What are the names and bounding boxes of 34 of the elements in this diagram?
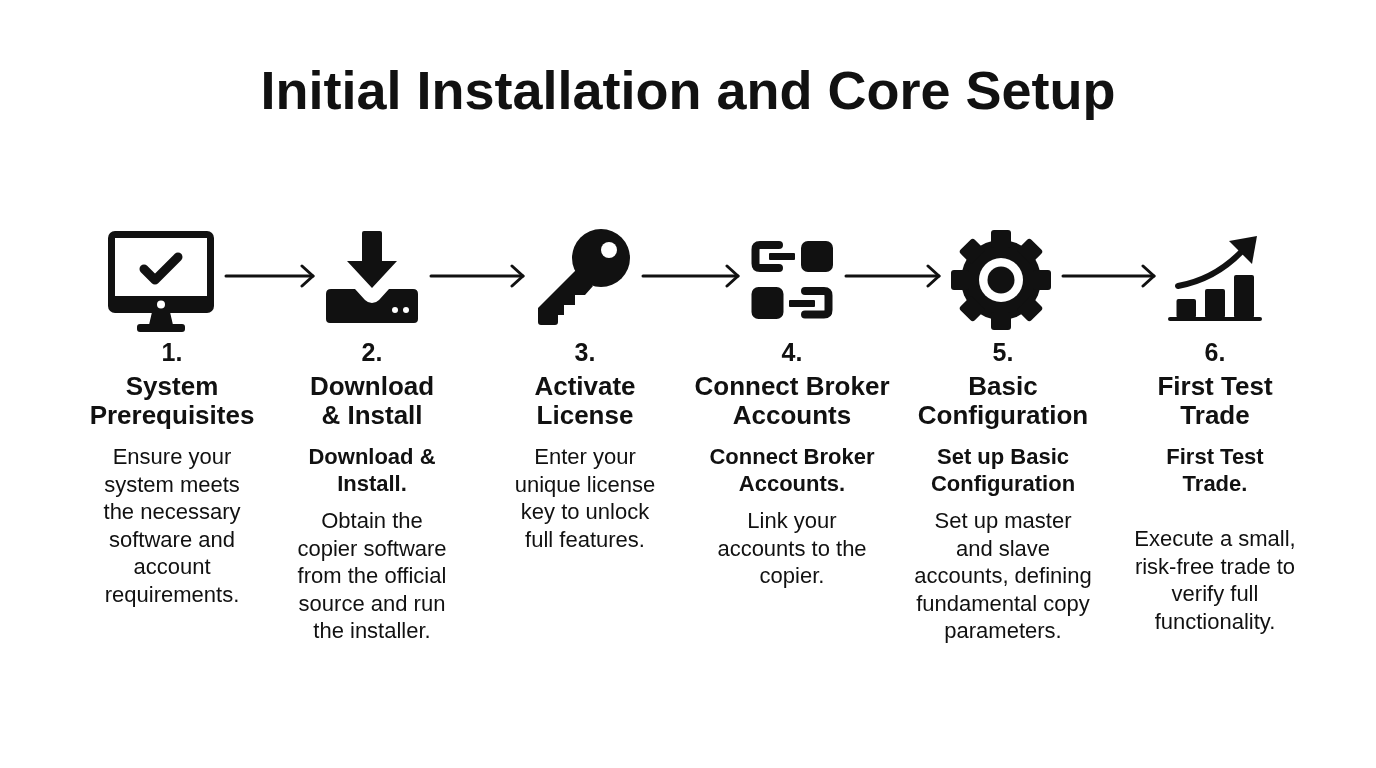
step-title: Download & Install [308,372,436,430]
download-tray-icon [325,230,419,324]
step-number: 6. [1204,338,1226,366]
step-number: 1. [161,338,183,366]
arrow [224,264,315,288]
step-title: Activate License [533,372,637,430]
step-title: First Test Trade [1156,372,1274,430]
step-description: Execute a small, risk-free trade to verify full functionality. [1133,525,1297,635]
arrow [844,264,941,288]
step-description: Ensure your system meets the necessary software and account requirements. [102,443,242,608]
step-number: 2. [361,338,383,366]
bar-chart-arrow-icon [1166,234,1262,324]
step-number: 4. [781,338,803,366]
arrow [429,264,525,288]
diagram-title: Initial Installation and Core Setup [260,59,1116,122]
step-description: Enter your unique license key to unlock full features. [513,443,657,553]
step-subtitle: Set up Basic Configuration [929,443,1077,497]
step-description: Obtain the copier software from the official source and run the installer. [296,507,448,645]
key-icon [535,228,631,326]
step-description: Set up master and slave accounts, defining fundamental copy parameters. [914,507,1092,645]
step-title: System Prerequisites [88,372,256,430]
step-title: Connect Broker Accounts [693,372,891,430]
step-number: 3. [574,338,596,366]
step-title: Basic Configuration [916,372,1090,430]
step-subtitle: Connect Broker Accounts. [708,443,876,497]
arrow [1061,264,1156,288]
step-subtitle: First Test Trade. [1165,443,1265,497]
step-number: 5. [992,338,1014,366]
step-subtitle: Download & Install. [307,443,437,497]
gear-icon [951,229,1051,331]
step-description: Link your accounts to the copier. [716,507,868,590]
monitor-checkmark-icon [108,230,214,332]
arrow [641,264,740,288]
link-squares-icon [750,240,834,320]
